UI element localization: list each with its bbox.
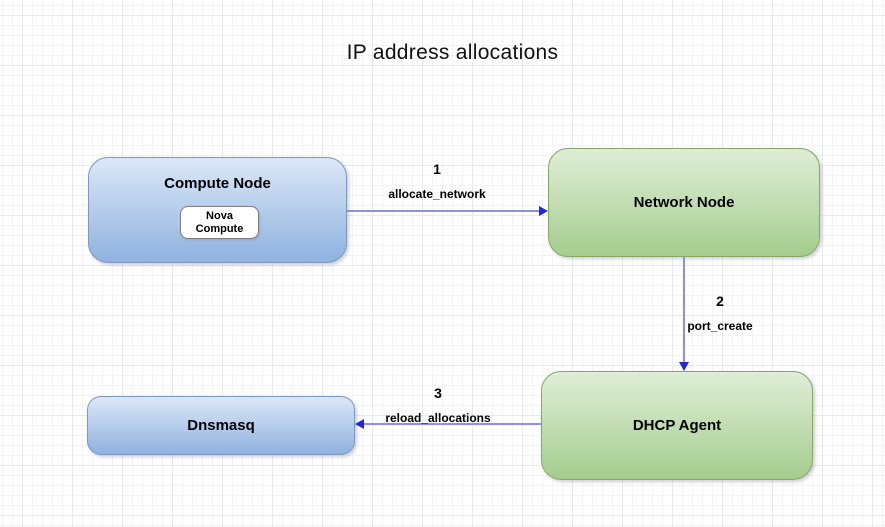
edge-3-number: 3 [434, 385, 442, 401]
diagram-title: IP address allocations [346, 41, 559, 64]
node-nova-compute[interactable]: Nova Compute [180, 206, 259, 239]
nova-compute-label-line2: Compute [195, 222, 244, 235]
edge-allocate-network-line[interactable] [347, 210, 539, 212]
arrowhead-left-icon [355, 419, 364, 429]
arrowhead-down-icon [679, 362, 689, 371]
edge-1-number: 1 [433, 161, 441, 177]
node-network[interactable]: Network Node [548, 148, 820, 257]
node-compute-label: Compute Node [164, 175, 271, 192]
node-compute[interactable]: Compute Node Nova Compute [88, 157, 347, 263]
node-dhcp-agent-label: DHCP Agent [632, 417, 722, 434]
node-network-label: Network Node [633, 194, 735, 211]
edge-port-create-line[interactable] [683, 257, 685, 362]
edge-reload-allocations-label: 3 reload_allocations [378, 385, 498, 425]
arrowhead-right-icon [539, 206, 548, 216]
edge-port-create-label: 2 port_create [660, 293, 780, 333]
edge-reload-allocations-line[interactable] [364, 423, 541, 425]
edge-2-name: port_create [687, 319, 753, 333]
node-dnsmasq-label: Dnsmasq [187, 417, 255, 434]
edge-2-number: 2 [716, 293, 724, 309]
edge-3-name: reload_allocations [385, 411, 491, 425]
edge-1-name: allocate_network [388, 187, 486, 201]
edge-allocate-network-label: 1 allocate_network [377, 161, 497, 201]
nova-compute-label-line1: Nova [206, 209, 233, 222]
node-dhcp-agent[interactable]: DHCP Agent [541, 371, 813, 480]
node-dnsmasq[interactable]: Dnsmasq [87, 396, 355, 455]
